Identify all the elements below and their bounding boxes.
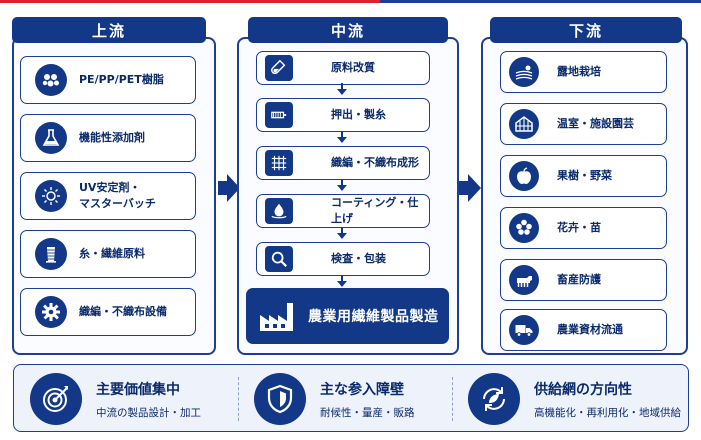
downstream-item-fruit: 果樹・野菜 <box>500 155 667 197</box>
step-arrow <box>337 131 347 143</box>
upstream-item-uv: UV安定剤・ マスターバッチ <box>20 172 196 220</box>
downstream-item-flower: 花卉・苗 <box>500 207 667 249</box>
feature-supply-direction: 供給網の方向性 高機能化・再利用化・地域供給 <box>468 371 681 427</box>
feature-subtitle: 中流の製品設計・加工 <box>96 406 201 419</box>
upstream-item-label: UV安定剤・ マスターバッチ <box>79 181 156 210</box>
resin-pellets-icon <box>35 64 67 96</box>
midstream-item-coating: コーティング・仕上げ <box>256 194 430 228</box>
recycle-leaf-icon <box>468 373 520 425</box>
upstream-item-label: 糸・繊維原料 <box>79 247 145 261</box>
cow-icon <box>509 265 539 295</box>
midstream-item-label: 検査・包装 <box>331 252 386 266</box>
truck-icon <box>509 315 539 345</box>
target-icon <box>30 373 82 425</box>
feature-value-concentration: 主要価値集中 中流の製品設計・加工 <box>30 371 201 427</box>
midstream-title: 中流 <box>248 17 448 43</box>
droplet-icon <box>265 198 293 224</box>
midstream-item-label: 原料改質 <box>331 61 375 75</box>
flow-arrow-upstream-to-midstream <box>218 174 240 202</box>
downstream-item-distribution: 農業資材流通 <box>500 309 667 351</box>
upstream-item-resin: PE/PP/PET樹脂 <box>20 56 196 104</box>
flower-icon <box>509 213 539 243</box>
mesh-icon <box>265 150 293 176</box>
downstream-item-label: 花卉・苗 <box>557 221 601 235</box>
downstream-item-field: 露地栽培 <box>500 51 667 93</box>
summary-strip: 主要価値集中 中流の製品設計・加工 主な参入障壁 耐候性・量産・販路 供給網の方… <box>13 364 689 432</box>
downstream-item-label: 温室・施設園芸 <box>557 117 634 131</box>
divider <box>452 377 453 421</box>
final-product-label: 農業用繊維製品製造 <box>308 309 439 325</box>
downstream-item-label: 畜産防護 <box>557 273 601 287</box>
gear-icon <box>35 296 67 328</box>
midstream-item-label: コーティング・仕上げ <box>331 196 419 225</box>
feature-title: 主な参入障壁 <box>320 381 404 398</box>
flask-icon <box>35 122 67 154</box>
feature-subtitle: 高機能化・再利用化・地域供給 <box>534 406 681 419</box>
downstream-title: 下流 <box>490 17 682 43</box>
step-arrow <box>337 275 347 287</box>
divider <box>238 377 239 421</box>
downstream-item-greenhouse: 温室・施設園芸 <box>500 103 667 145</box>
step-arrow <box>337 83 347 95</box>
upstream-item-additive: 機能性添加剤 <box>20 114 196 162</box>
upstream-item-label: PE/PP/PET樹脂 <box>79 73 164 87</box>
test-tube-icon <box>265 55 293 81</box>
upstream-title: 上流 <box>12 17 206 43</box>
midstream-item-label: 押出・製糸 <box>331 108 386 122</box>
thread-spool-icon <box>35 238 67 270</box>
downstream-item-label: 果樹・野菜 <box>557 169 612 183</box>
feature-subtitle: 耐候性・量産・販路 <box>320 406 415 419</box>
downstream-item-label: 露地栽培 <box>557 65 601 79</box>
magnifier-icon <box>265 246 293 272</box>
final-product-box: 農業用繊維製品製造 <box>246 288 449 344</box>
downstream-item-label: 農業資材流通 <box>557 323 623 337</box>
feature-title: 供給網の方向性 <box>534 381 632 398</box>
shield-icon <box>254 373 306 425</box>
step-arrow <box>337 227 347 239</box>
midstream-item-inspection: 検査・包装 <box>256 242 430 276</box>
upstream-item-label: 織編・不織布設備 <box>79 305 167 319</box>
upstream-item-equipment: 織編・不織布設備 <box>20 288 196 336</box>
upstream-item-fiber: 糸・繊維原料 <box>20 230 196 278</box>
step-arrow <box>337 179 347 191</box>
apple-icon <box>509 161 539 191</box>
factory-icon <box>260 303 293 331</box>
sun-shield-icon <box>35 180 67 212</box>
top-accent-blue <box>380 0 701 3</box>
midstream-item-label: 織編・不織布成形 <box>331 156 419 170</box>
midstream-item-modification: 原料改質 <box>256 51 430 85</box>
feature-title: 主要価値集中 <box>96 381 180 398</box>
feature-entry-barriers: 主な参入障壁 耐候性・量産・販路 <box>254 371 415 427</box>
top-accent-red <box>0 0 380 3</box>
downstream-item-livestock: 畜産防護 <box>500 259 667 301</box>
flow-arrow-midstream-to-downstream <box>459 174 481 202</box>
field-icon <box>509 57 539 87</box>
extruder-icon <box>265 102 293 128</box>
midstream-item-extrusion: 押出・製糸 <box>256 98 430 132</box>
greenhouse-icon <box>509 109 539 139</box>
upstream-item-label: 機能性添加剤 <box>79 131 145 145</box>
midstream-item-forming: 織編・不織布成形 <box>256 146 430 180</box>
